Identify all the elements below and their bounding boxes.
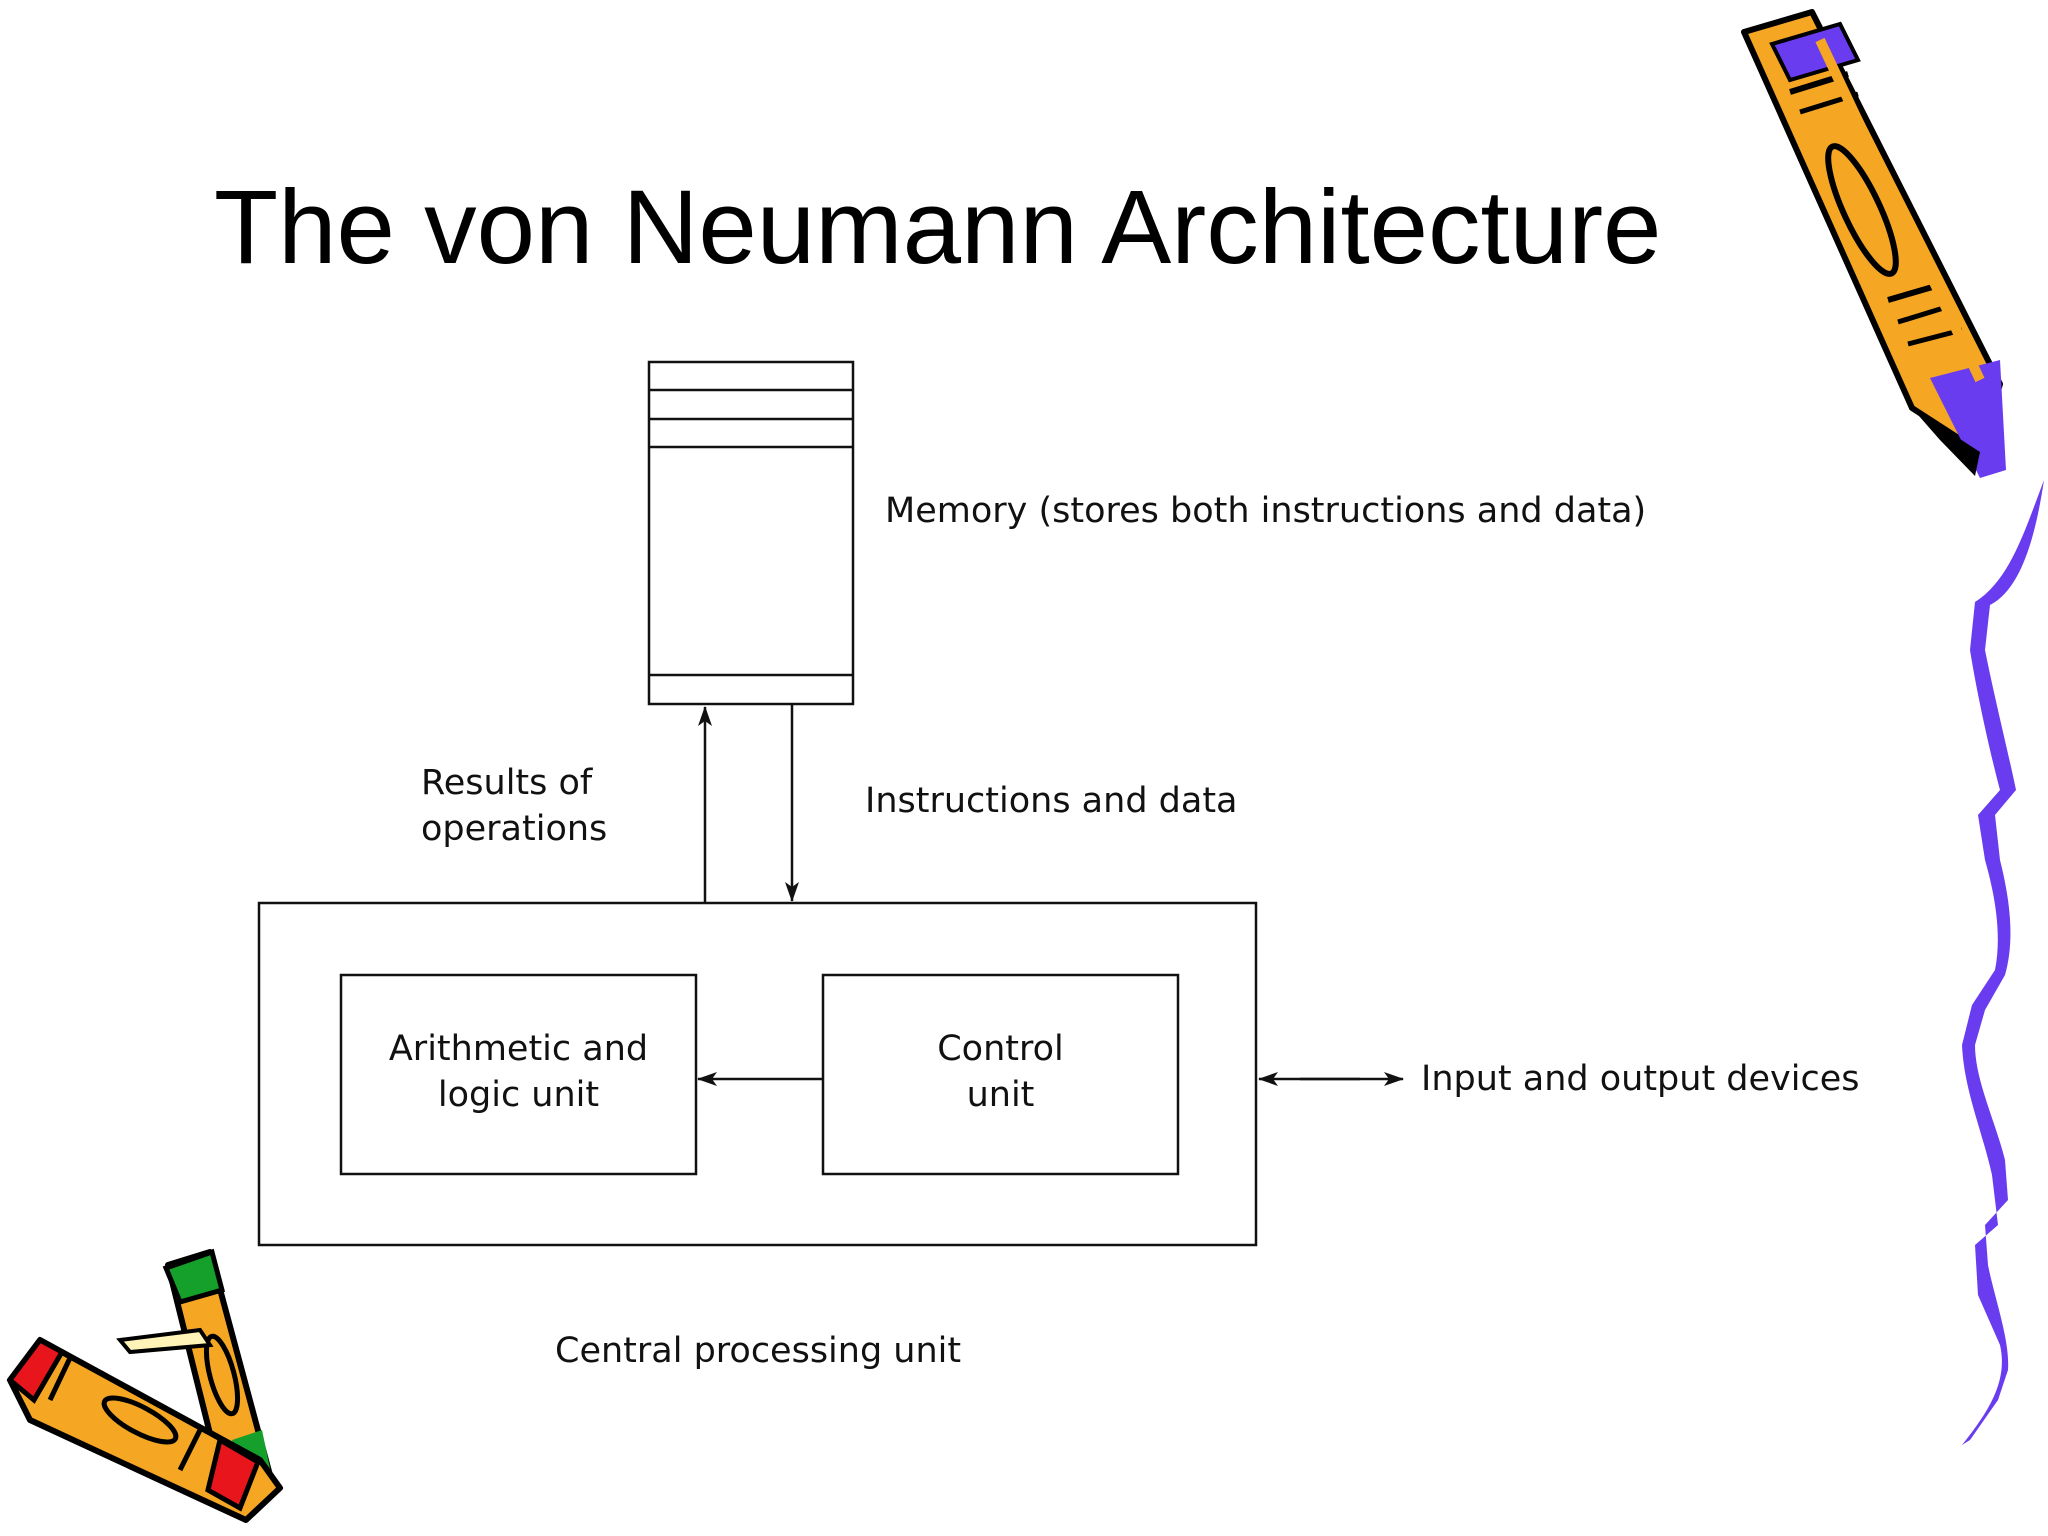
results-label-line2: operations <box>421 809 608 849</box>
control-unit-label-line1: Control <box>937 1029 1064 1069</box>
alu-label-line2: logic unit <box>437 1075 600 1115</box>
memory-block <box>647 360 855 706</box>
results-label-line1: Results of <box>421 763 593 803</box>
control-unit-box <box>821 973 1180 1176</box>
memory-label: Memory (stores both instructions and dat… <box>885 491 1647 531</box>
instructions-and-data-label: Instructions and data <box>865 781 1238 821</box>
alu-label: Arithmetic and logic unit <box>341 1026 696 1118</box>
results-of-operations-label: Results of operations <box>421 760 607 852</box>
io-devices-label: Input and output devices <box>1421 1059 1860 1099</box>
control-unit-label-line2: unit <box>966 1075 1035 1115</box>
alu-label-line1: Arithmetic and <box>388 1029 649 1069</box>
cpu-box <box>257 901 1258 1247</box>
control-unit-label: Control unit <box>823 1026 1178 1118</box>
slide-title: The von Neumann Architecture <box>214 169 1662 286</box>
cpu-label: Central processing unit <box>555 1331 962 1371</box>
alu-box <box>339 973 698 1176</box>
